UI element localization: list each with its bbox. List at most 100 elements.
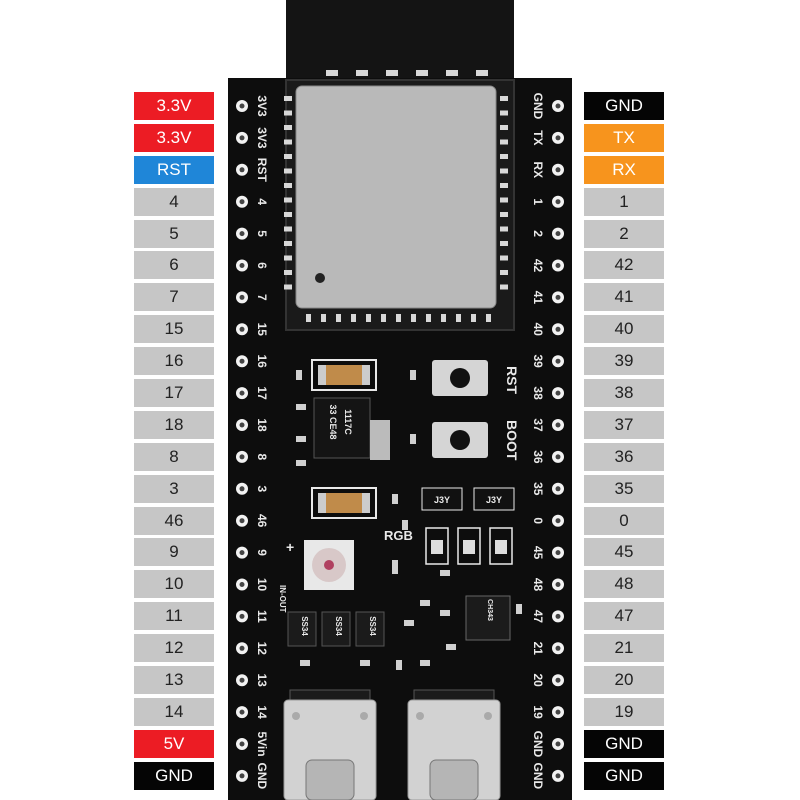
pin-hole xyxy=(239,422,245,428)
pin-hole xyxy=(555,486,561,492)
rgb-led-die xyxy=(324,560,334,570)
module-pad xyxy=(500,139,508,145)
pin-hole xyxy=(239,773,245,779)
module-pad xyxy=(500,183,508,188)
module-pad xyxy=(411,314,416,322)
module-pad xyxy=(284,212,292,217)
module-pad xyxy=(381,314,386,322)
left-silk-label: 10 xyxy=(255,578,269,592)
right-silk-label: 19 xyxy=(531,705,545,719)
left-pin-label: 11 xyxy=(134,602,214,631)
right-pin-label: GND xyxy=(584,92,664,120)
pin-hole xyxy=(239,294,245,300)
left-silk-label: 3V3 xyxy=(255,127,269,149)
capacitor-1 xyxy=(311,359,377,391)
module-pad xyxy=(396,314,401,322)
left-silk-label: 18 xyxy=(255,418,269,432)
module-pad xyxy=(284,125,292,130)
boot-button[interactable] xyxy=(450,430,470,450)
rf-shield xyxy=(295,85,497,309)
pin-hole xyxy=(555,741,561,747)
pin-hole xyxy=(555,167,561,173)
diode-2 xyxy=(321,611,351,647)
left-silk-label: 12 xyxy=(255,642,269,656)
module-pad xyxy=(446,70,458,76)
left-silk-label: 3V3 xyxy=(255,95,269,117)
left-pin-label: 8 xyxy=(134,442,214,471)
capacitor-1-body xyxy=(322,365,366,385)
right-silk-label: 38 xyxy=(531,386,545,400)
in-out-label: IN-OUT xyxy=(278,585,287,613)
right-pin-label: 20 xyxy=(584,666,664,695)
ldo-marking: 1117C xyxy=(343,409,353,435)
left-silk-label: 15 xyxy=(255,323,269,337)
right-pin-label: 35 xyxy=(584,474,664,503)
module-pad xyxy=(500,197,508,203)
module-pad xyxy=(386,70,398,76)
rst-button[interactable] xyxy=(450,368,470,388)
right-silk-label: GND xyxy=(531,763,545,790)
module-pad xyxy=(284,154,292,159)
right-silk-label: GND xyxy=(531,731,545,758)
module-pad xyxy=(456,314,461,322)
right-pin-label: 42 xyxy=(584,251,664,280)
led-2-body xyxy=(463,540,475,554)
pin-hole xyxy=(239,518,245,524)
pin-hole xyxy=(239,550,245,556)
right-silk-label: 47 xyxy=(531,610,545,624)
pin-hole xyxy=(555,103,561,109)
pin-hole xyxy=(239,613,245,619)
left-pin-label: 9 xyxy=(134,538,214,567)
pin-hole xyxy=(555,231,561,237)
module-pad xyxy=(326,70,338,76)
pin-hole xyxy=(555,454,561,460)
right-silk-label: 35 xyxy=(531,482,545,496)
rgb-label: RGB xyxy=(384,528,413,543)
module-pad xyxy=(500,270,508,275)
module-pad xyxy=(284,241,292,246)
pin-hole xyxy=(239,263,245,268)
pin-hole xyxy=(239,486,245,492)
module-pad xyxy=(500,110,508,116)
right-silk-label: 20 xyxy=(531,674,545,688)
pin-hole xyxy=(239,645,245,651)
module-pad xyxy=(284,284,292,290)
plus-sign: + xyxy=(286,539,294,555)
usb-c-connector-left[interactable] xyxy=(283,689,377,800)
module-pad xyxy=(500,255,508,261)
module-pad xyxy=(416,70,428,76)
right-silk-label: 37 xyxy=(531,418,545,432)
right-silk-label: 41 xyxy=(531,291,545,305)
module-pad xyxy=(356,70,368,76)
pin-hole xyxy=(555,550,561,556)
right-pin-label: 40 xyxy=(584,315,664,344)
pin-hole xyxy=(555,135,561,141)
led-3-body xyxy=(495,540,507,554)
module-pad xyxy=(321,314,326,322)
pin-hole xyxy=(555,263,561,268)
right-silk-label: 39 xyxy=(531,355,545,369)
left-silk-label: GND xyxy=(255,763,269,790)
module-pad xyxy=(500,284,508,290)
led-1 xyxy=(425,527,449,565)
left-silk-label: 11 xyxy=(255,610,269,623)
left-pin-label: 15 xyxy=(134,315,214,344)
module-pad xyxy=(500,96,508,101)
left-silk-label: 8 xyxy=(255,454,269,461)
left-pin-label: 10 xyxy=(134,570,214,599)
left-pin-label: 3.3V xyxy=(134,123,214,152)
led-3 xyxy=(489,527,513,565)
pin-hole xyxy=(239,103,245,109)
right-silk-label: GND xyxy=(531,93,545,120)
right-pin-label: 37 xyxy=(584,410,664,439)
usb-c-connector-right[interactable] xyxy=(407,689,501,800)
right-silk-label: 40 xyxy=(531,323,545,337)
right-pin-label: 19 xyxy=(584,697,664,726)
left-silk-label: 14 xyxy=(255,705,269,719)
ldo-regulator xyxy=(313,397,371,459)
diode-1 xyxy=(287,611,317,647)
module-pad xyxy=(284,270,292,275)
ldo-code: 33 CE48 xyxy=(328,404,338,439)
diode-1-marking: SS34 xyxy=(300,616,309,636)
